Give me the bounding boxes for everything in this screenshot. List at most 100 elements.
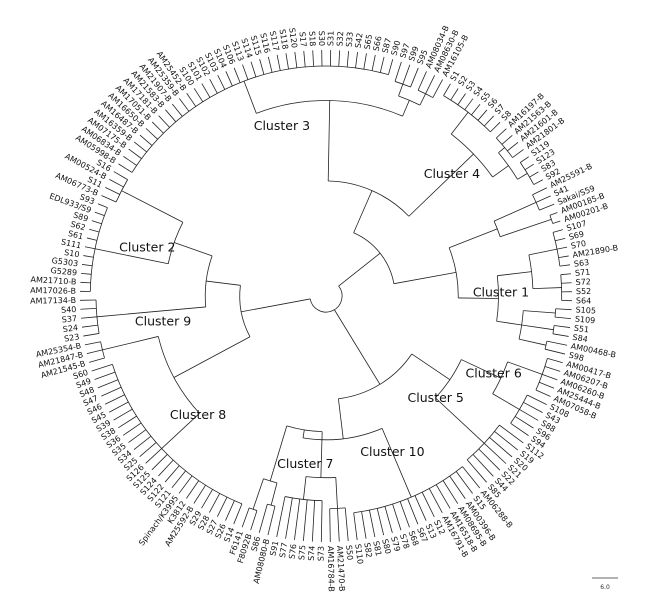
leaf-branch	[512, 149, 524, 158]
leaf-branch	[267, 56, 273, 73]
internal-branch	[521, 324, 554, 331]
leaf-label: S52	[576, 287, 591, 296]
cluster-9-label: Cluster 9	[135, 313, 191, 328]
leaf-branch	[369, 510, 376, 538]
leaf-branch	[363, 53, 367, 70]
leaf-branch	[539, 381, 555, 389]
internal-branch	[320, 431, 323, 478]
leaf-branch	[544, 366, 561, 372]
leaf-branch	[442, 480, 459, 504]
cluster-8-label: Cluster 8	[170, 407, 226, 422]
leaf-branch	[552, 229, 563, 233]
leaf-branch	[311, 500, 316, 542]
leaf-label: S111	[60, 237, 82, 250]
clade-arc	[398, 95, 421, 106]
leaf-branch	[89, 228, 100, 233]
leaf-branch	[529, 171, 539, 178]
internal-branch	[252, 478, 264, 510]
leaf-branch	[171, 103, 183, 117]
leaf-branch	[320, 500, 323, 542]
leaf-label: S32	[335, 31, 345, 47]
leaf-label: S105	[575, 305, 596, 315]
leaf-branch	[285, 53, 289, 70]
leaf-branch	[276, 54, 281, 71]
leaf-label: S87	[381, 37, 393, 54]
leaf-branch	[123, 156, 137, 166]
leaf-branch	[555, 237, 566, 242]
leaf-branch	[552, 333, 569, 337]
leaf-label: S75	[297, 545, 307, 561]
leaf-branch	[450, 88, 459, 101]
leaf-branch	[294, 498, 301, 541]
leaf-branch	[294, 51, 298, 68]
leaf-branch	[118, 163, 133, 173]
leaf-branch	[547, 358, 563, 364]
internal-branch	[461, 359, 502, 379]
leaf-branch	[392, 503, 402, 531]
internal-branch	[493, 201, 537, 222]
clade-arc	[495, 137, 513, 158]
internal-branch	[398, 83, 404, 97]
leaf-branch	[435, 484, 451, 509]
leaf-label: S66	[372, 35, 384, 52]
internal-branch	[243, 80, 257, 114]
leaf-branch	[483, 443, 507, 464]
leaf-branch	[209, 79, 218, 94]
leaf-branch	[193, 484, 206, 504]
clade-arc	[249, 507, 258, 511]
internal-branch	[338, 398, 344, 439]
leaf-branch	[158, 459, 174, 477]
leaf-label: S74	[307, 545, 317, 561]
leaf-label: S37	[61, 314, 77, 324]
internal-branch	[492, 165, 509, 178]
leaf-branch	[91, 363, 113, 372]
leaf-branch	[241, 507, 250, 528]
leaf-branch	[414, 495, 427, 521]
internal-branch	[335, 477, 338, 509]
leaf-label: S1	[449, 69, 462, 82]
internal-branch	[419, 93, 426, 106]
leaf-branch	[179, 98, 190, 112]
leaf-branch	[371, 54, 376, 71]
leaf-branch	[443, 83, 451, 96]
leaf-branch	[501, 135, 513, 145]
clade-arc	[353, 466, 463, 514]
leaf-branch	[101, 195, 117, 203]
leaf-branch	[233, 67, 241, 83]
leaf-branch	[519, 409, 539, 421]
leaf-branch	[84, 341, 101, 346]
internal-branch	[121, 190, 184, 223]
leaf-label: G5289	[50, 266, 77, 277]
leaf-label: S118	[278, 29, 290, 51]
leaf-branch	[524, 163, 534, 171]
leaf-branch	[312, 50, 314, 67]
leaf-label: S10	[64, 248, 81, 259]
leaf-branch	[544, 348, 566, 355]
leaf-branch	[462, 466, 481, 489]
leaf-branch	[303, 50, 306, 67]
leaf-branch	[81, 324, 98, 328]
clade-arc	[309, 285, 343, 313]
leaf-branch	[417, 71, 427, 91]
leaf-branch	[346, 51, 350, 68]
leaf-branch	[344, 507, 349, 542]
leaf-branch	[337, 508, 340, 542]
leaf-branch	[560, 273, 572, 276]
leaf-branch	[338, 50, 341, 67]
leaf-branch	[561, 282, 572, 284]
leaf-label: S64	[576, 296, 591, 305]
leaf-branch	[379, 56, 385, 73]
cluster-5-label: Cluster 5	[408, 390, 464, 405]
leaf-branch	[559, 264, 571, 267]
internal-branch	[174, 242, 213, 257]
leaf-label: S76	[288, 543, 299, 559]
leaf-label: AM17134-B	[30, 296, 76, 306]
leaf-branch	[217, 74, 226, 90]
leaf-label: S89	[72, 210, 89, 223]
tree-branches	[80, 50, 572, 542]
leaf-label: S98	[568, 351, 585, 363]
leaf-branch	[233, 503, 243, 525]
leaf-branch	[113, 408, 133, 421]
clade-arc	[167, 222, 184, 264]
leaf-branch	[523, 401, 543, 413]
